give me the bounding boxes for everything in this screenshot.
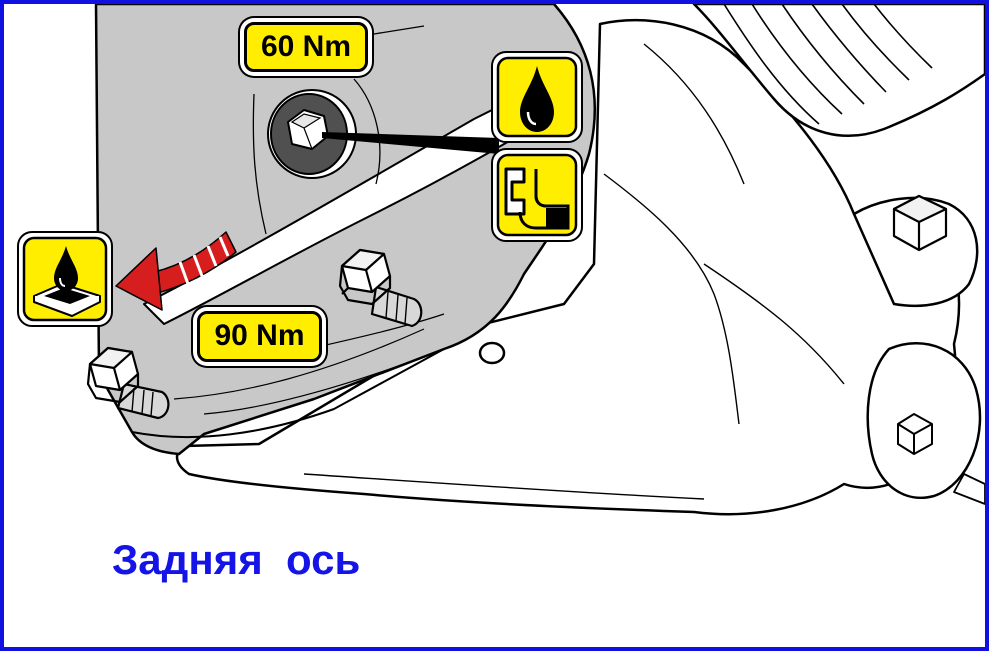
torque-label-flange-bolts: 90 Nm (197, 311, 322, 362)
mount-nut-lower-right (897, 413, 933, 455)
flange-bolt-lower (86, 346, 170, 420)
mount-bolt-upper-right (892, 194, 948, 252)
curved-arrow-icon (115, 231, 237, 311)
oil-on-surface-icon (17, 231, 113, 327)
thread-sealant-icon (491, 148, 583, 242)
leader-line (322, 132, 499, 154)
flange-bolt-upper (338, 248, 423, 328)
torque-label-upper-plug: 60 Nm (244, 22, 368, 72)
oil-filler-plug (267, 89, 357, 179)
oil-drop-icon (491, 51, 583, 143)
diagram-caption: Задняя ось (112, 536, 361, 583)
